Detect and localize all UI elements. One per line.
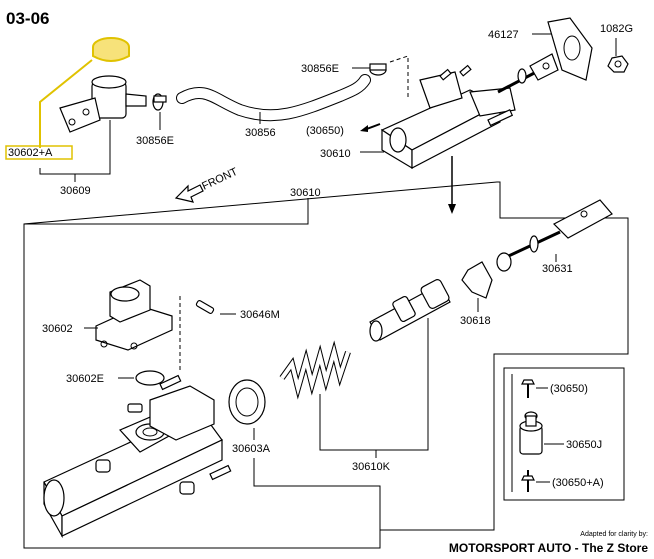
label-30602a: 30602+A [8,147,53,159]
master-cylinder-body[interactable] [43,374,232,539]
piston-assembly[interactable] [369,278,451,342]
label-30650j: 30650J [566,439,602,451]
bleeder-bolt-bottom[interactable] [521,470,535,492]
bleeder-bolt-top[interactable] [521,379,535,398]
label-30602e: 30602E [66,373,104,385]
label-30610-top: 30610 [320,148,351,160]
inset-frame [503,367,625,501]
nut-1082g[interactable] [607,55,629,73]
label-30650-inset: (30650) [550,383,588,395]
footer-brand: MOTORSPORT AUTO - The Z Store [449,541,648,555]
label-30650-ref: (30650) [306,125,344,137]
label-30602a-highlight-box [5,145,73,160]
reservoir-assembly [39,37,147,182]
front-direction-arrow [174,184,204,203]
exploded-view-frame [23,181,629,549]
bleeder-30650j[interactable] [519,411,543,455]
label-30610-main: 30610 [290,187,321,199]
label-1082g: 1082G [600,23,633,35]
reservoir-bracket [59,97,101,133]
label-30603a: 30603A [232,443,271,455]
seal-30618[interactable] [461,261,493,299]
label-30631: 30631 [542,263,573,275]
fitting-30602[interactable] [95,279,173,351]
pin-30646m[interactable] [195,300,215,314]
hose-clamp-right[interactable] [369,63,387,76]
seal-30603a[interactable] [228,379,266,425]
oring-30602e[interactable] [135,370,165,386]
label-30856e-left: 30856E [136,135,174,147]
hose-clamp-left[interactable] [152,93,167,111]
label-30856e-right: 30856E [301,63,339,75]
footer-adapted-note: Adapted for clarity by: [580,531,648,538]
label-30650a-inset: (30650+A) [552,477,604,489]
diagram-title: 03-06 [6,9,49,28]
label-30646m: 30646M [240,309,280,321]
front-label: FRONT [200,166,240,193]
label-30856: 30856 [245,127,276,139]
label-30618: 30618 [460,315,491,327]
label-30610k: 30610K [352,461,391,473]
gasket-46127[interactable] [547,17,593,81]
highlight-leader-line [39,59,93,148]
label-30602: 30602 [42,323,73,335]
label-46127: 46127 [488,29,519,41]
pushrod-30631[interactable] [496,199,613,272]
label-30609: 30609 [60,185,91,197]
master-cylinder-top[interactable] [380,64,516,170]
spring[interactable] [279,340,351,400]
push-rod-top[interactable] [497,53,559,94]
